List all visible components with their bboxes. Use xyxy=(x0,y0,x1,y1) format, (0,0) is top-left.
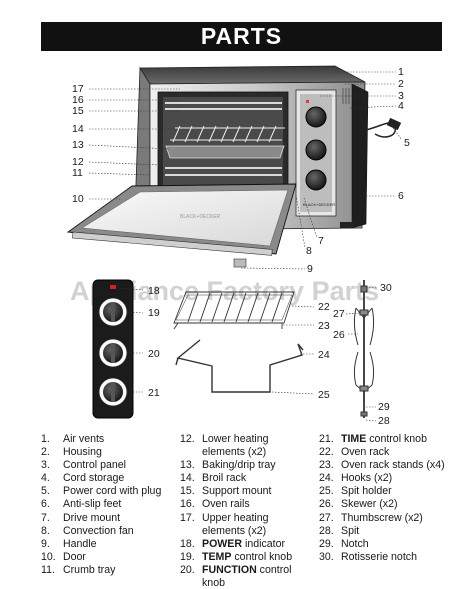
callout-11: 11 xyxy=(72,167,83,179)
legend-item: 6.Anti-slip feet xyxy=(41,498,122,511)
parts-diagram: Appliance Factory Parts xyxy=(66,65,410,427)
svg-text:BLACK+DECKER: BLACK+DECKER xyxy=(180,214,221,220)
toaster-oven-illustration: BLACK+DECKER BLACK+DECKER xyxy=(66,65,402,268)
callout-9: 9 xyxy=(307,263,313,275)
legend-item: 13.Baking/drip tray xyxy=(180,459,276,472)
legend-item: 11.Crumb tray xyxy=(41,563,116,576)
oven-top xyxy=(139,65,366,85)
legend-item: 27.Thumbscrew (x2) xyxy=(319,511,423,524)
callout-23: 23 xyxy=(318,320,330,332)
callout-21: 21 xyxy=(148,387,160,399)
legend-item: 5.Power cord with plug xyxy=(41,485,162,498)
legend-item: 7.Drive mount xyxy=(41,511,121,524)
legend-item: 19.TEMP control knob xyxy=(180,550,293,563)
callout-16: 16 xyxy=(72,94,84,106)
power-indicator-light xyxy=(110,285,116,289)
legend-item: 8.Convection fan xyxy=(41,524,134,537)
callout-5: 5 xyxy=(404,137,410,149)
parts-title: PARTS xyxy=(200,23,283,49)
parts-header: PARTS xyxy=(41,22,442,51)
callout-7: 7 xyxy=(318,235,324,247)
legend-item: 9.Handle xyxy=(41,537,97,550)
legend-item: 3.Control panel xyxy=(41,459,127,472)
callout-3: 3 xyxy=(398,90,404,102)
callout-13: 13 xyxy=(72,139,84,151)
callout-30: 30 xyxy=(380,282,392,294)
legend-column-3: 21.TIME control knob 22.Oven rack 23.Ove… xyxy=(319,433,471,564)
legend-item: 20.FUNCTION control knob xyxy=(180,563,292,589)
legend-item: 23.Oven rack stands (x4) xyxy=(319,459,445,472)
legend-item: 28.Spit xyxy=(319,524,360,537)
callout-28: 28 xyxy=(378,415,390,427)
legend-item: 21.TIME control knob xyxy=(319,433,427,445)
legend-item: 1.Air vents xyxy=(41,433,105,445)
parts-legend: 1.Air vents 2.Housing 3.Control panel 4.… xyxy=(41,433,471,589)
callout-19: 19 xyxy=(148,307,160,319)
callout-8: 8 xyxy=(306,245,312,257)
callout-27: 27 xyxy=(333,308,345,320)
callout-26: 26 xyxy=(333,329,345,341)
callout-15: 15 xyxy=(72,105,84,117)
legend-item: 18.POWER indicator xyxy=(180,537,286,550)
callout-17: 17 xyxy=(72,83,84,95)
callout-24: 24 xyxy=(318,349,330,361)
callout-20: 20 xyxy=(148,348,160,360)
door-handle xyxy=(72,231,273,256)
rotisserie-spit-illustration xyxy=(353,280,375,418)
callout-leaders xyxy=(88,71,403,270)
callout-29: 29 xyxy=(378,401,390,413)
legend-item: 15.Support mount xyxy=(180,485,272,498)
legend-item: 16.Oven rails xyxy=(180,498,250,511)
oven-temp-knob xyxy=(305,106,327,128)
legend-column-1: 1.Air vents 2.Housing 3.Control panel 4.… xyxy=(41,433,181,577)
svg-text:BLACK+DECKER: BLACK+DECKER xyxy=(303,202,335,207)
legend-item: 25.Spit holder xyxy=(319,485,392,498)
legend-item: 30.Rotisserie notch xyxy=(319,550,417,563)
callout-4: 4 xyxy=(398,100,404,112)
legend-item: 12.Lower heating elements (x2) xyxy=(180,433,269,459)
legend-item: 10.Door xyxy=(41,550,86,563)
callout-2: 2 xyxy=(398,78,404,90)
callout-25: 25 xyxy=(318,389,330,401)
oven-rack-illustration xyxy=(173,291,295,330)
legend-item: 4.Cord storage xyxy=(41,472,125,485)
legend-item: 14.Broil rack xyxy=(180,472,247,485)
callout-22: 22 xyxy=(318,301,330,313)
callout-12: 12 xyxy=(72,156,84,168)
legend-column-2: 12.Lower heating elements (x2) 13.Baking… xyxy=(180,433,313,589)
callout-14: 14 xyxy=(72,123,84,135)
callout-1: 1 xyxy=(398,66,404,78)
callout-10: 10 xyxy=(72,193,84,205)
legend-item: 17.Upper heating elements (x2) xyxy=(180,511,269,537)
legend-item: 24.Hooks (x2) xyxy=(319,472,393,485)
callout-18: 18 xyxy=(148,285,160,297)
control-panel-detail xyxy=(92,279,134,419)
legend-item: 2.Housing xyxy=(41,446,102,459)
callout-6: 6 xyxy=(398,190,404,202)
legend-item: 29.Notch xyxy=(319,537,369,550)
legend-item: 26.Skewer (x2) xyxy=(319,498,398,511)
legend-item: 22.Oven rack xyxy=(319,446,390,459)
oven-function-knob xyxy=(305,139,327,161)
spit-holder-illustration xyxy=(175,339,304,393)
oven-time-knob xyxy=(305,169,327,191)
